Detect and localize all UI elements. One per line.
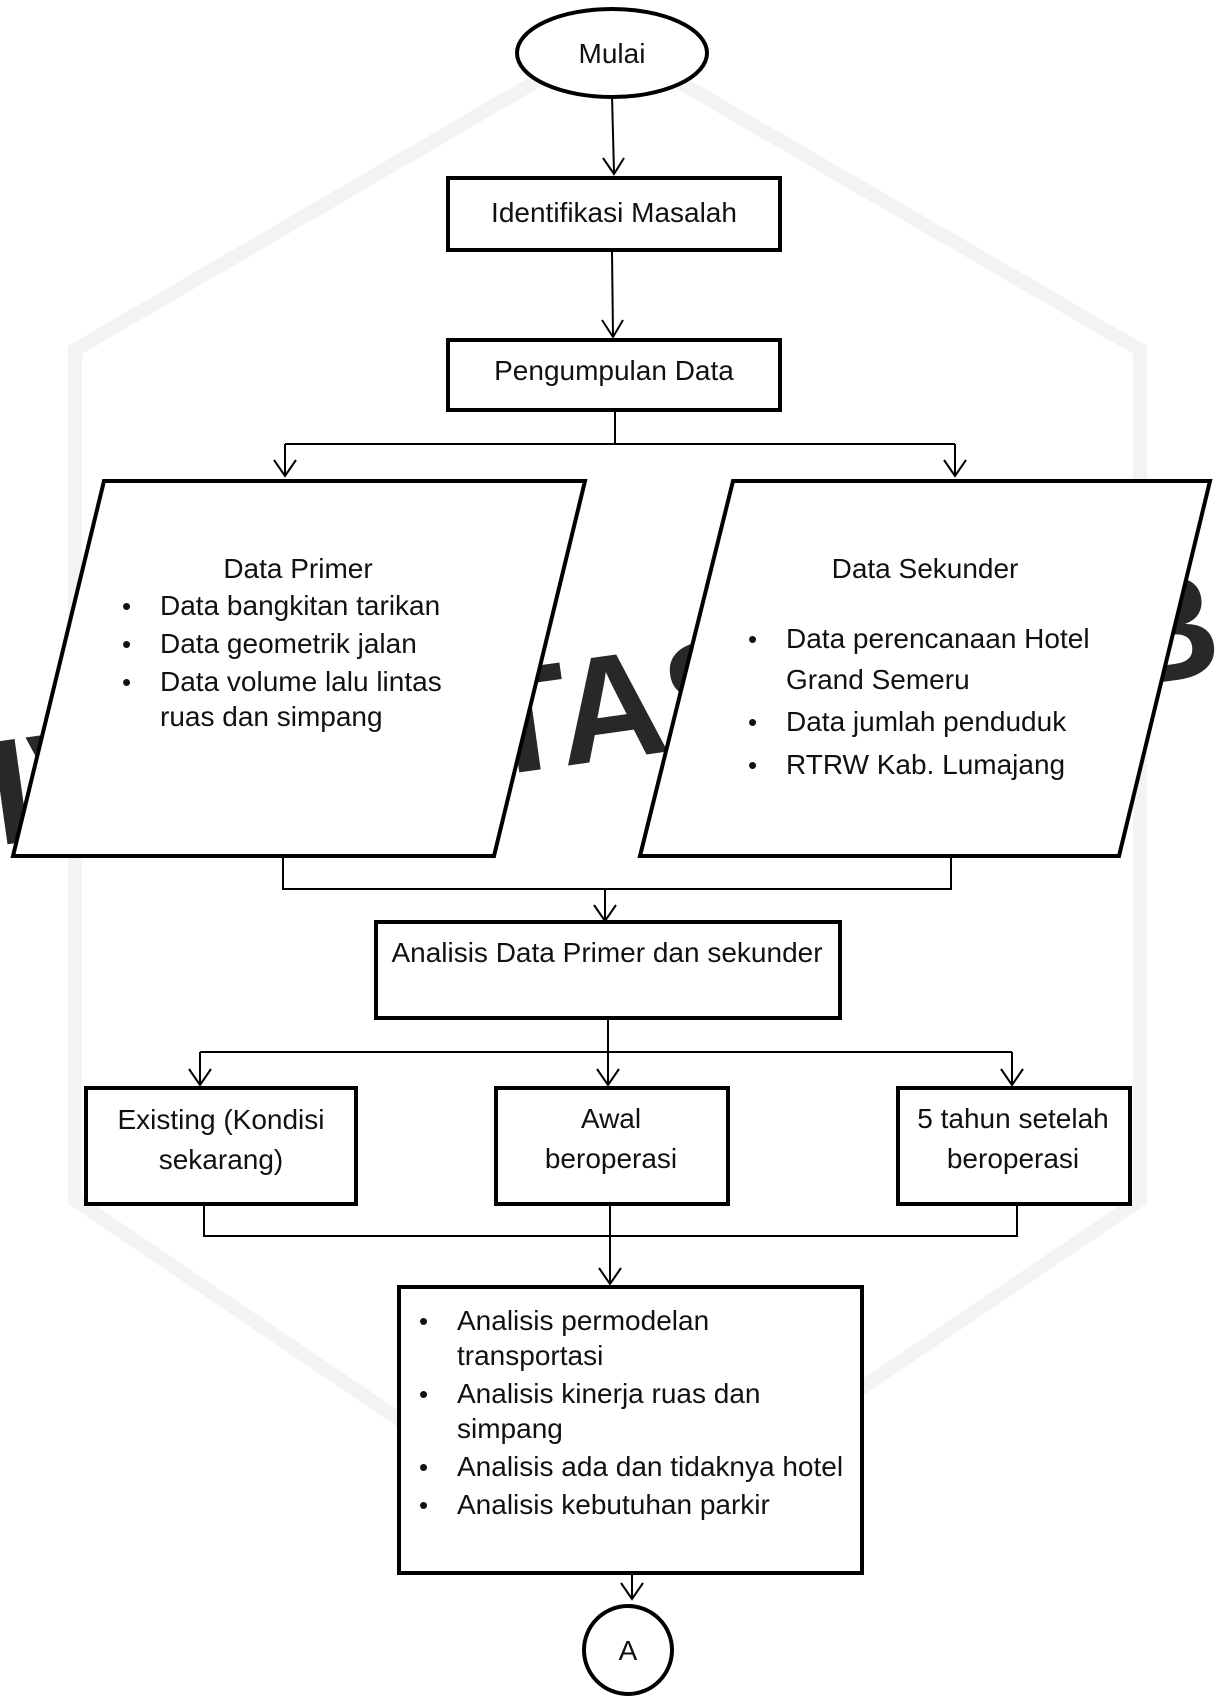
analisis-akhir-item-1-line-2: transportasi bbox=[457, 1340, 603, 1371]
analisis-akhir-item-2-line-2: simpang bbox=[457, 1413, 563, 1444]
arrowhead-existing bbox=[188, 1068, 212, 1087]
identifikasi-label: Identifikasi Masalah bbox=[491, 197, 737, 228]
off-page-connector-a: A bbox=[582, 1604, 674, 1696]
process-awal-beroperasi: Awal beroperasi bbox=[494, 1086, 730, 1206]
start-terminator: Mulai bbox=[515, 7, 709, 99]
data-primer-item-1-bullet: • bbox=[122, 591, 131, 621]
analisis-akhir-item-3: Analisis ada dan tidaknya hotel bbox=[457, 1451, 843, 1482]
lima-tahun-line-2: beroperasi bbox=[947, 1143, 1079, 1174]
awal-line-1: Awal bbox=[581, 1103, 641, 1134]
data-sekunder-title: Data Sekunder bbox=[832, 553, 1019, 584]
connector-merge-data bbox=[282, 858, 952, 920]
connector-analisis-split bbox=[199, 1018, 1013, 1084]
arrowhead-identifikasi bbox=[602, 157, 625, 176]
arrowhead-lima-tahun bbox=[1000, 1068, 1024, 1087]
process-pengumpulan-data: Pengumpulan Data bbox=[446, 338, 782, 412]
data-sekunder-item-1-bullet: • bbox=[748, 624, 757, 654]
data-sekunder-item-3: RTRW Kab. Lumajang bbox=[786, 749, 1065, 780]
connector-identifikasi-pengumpulan bbox=[611, 251, 614, 336]
analisis-akhir-item-3-bullet: • bbox=[419, 1452, 428, 1482]
data-sekunder-item-3-bullet: • bbox=[748, 750, 757, 780]
process-identifikasi-masalah: Identifikasi Masalah bbox=[446, 176, 782, 252]
process-analisis-data: Analisis Data Primer dan sekunder bbox=[374, 920, 842, 1020]
analisis-akhir-item-1-line-1: Analisis permodelan bbox=[457, 1305, 709, 1336]
process-analisis-akhir: • Analisis permodelan transportasi • Ana… bbox=[397, 1285, 864, 1575]
analisis-akhir-item-2-line-1: Analisis kinerja ruas dan bbox=[457, 1378, 761, 1409]
analisis-akhir-item-1-bullet: • bbox=[419, 1306, 428, 1336]
arrowhead-data-primer bbox=[273, 459, 297, 478]
arrowhead-analisis-akhir bbox=[598, 1267, 622, 1286]
io-data-primer: Data Primer • Data bangkitan tarikan • D… bbox=[10, 479, 588, 858]
analisis-akhir-item-2-bullet: • bbox=[419, 1379, 428, 1409]
existing-line-2: sekarang) bbox=[159, 1144, 284, 1175]
data-primer-item-3-line-2: ruas dan simpang bbox=[160, 701, 383, 732]
start-label: Mulai bbox=[579, 38, 646, 69]
analisis-akhir-item-4-bullet: • bbox=[419, 1490, 428, 1520]
analisis-akhir-item-4: Analisis kebutuhan parkir bbox=[457, 1489, 770, 1520]
process-existing: Existing (Kondisi sekarang) bbox=[84, 1086, 358, 1206]
arrowhead-awal bbox=[596, 1068, 620, 1087]
data-primer-item-2-bullet: • bbox=[122, 629, 131, 659]
lima-tahun-line-1: 5 tahun setelah bbox=[917, 1103, 1109, 1134]
connector-pengumpulan-split bbox=[284, 410, 956, 474]
data-sekunder-item-2: Data jumlah penduduk bbox=[786, 706, 1067, 737]
data-sekunder-item-1-line-2: Grand Semeru bbox=[786, 664, 970, 695]
awal-line-2: beroperasi bbox=[545, 1143, 677, 1174]
data-primer-item-3-bullet: • bbox=[122, 667, 131, 697]
data-primer-item-2: Data geometrik jalan bbox=[160, 628, 417, 659]
existing-line-1: Existing (Kondisi bbox=[118, 1104, 325, 1135]
connector-a-label: A bbox=[619, 1635, 638, 1666]
arrowhead-connector-a bbox=[620, 1582, 644, 1601]
pengumpulan-label: Pengumpulan Data bbox=[494, 355, 734, 386]
data-sekunder-item-1-line-1: Data perencanaan Hotel bbox=[786, 623, 1090, 654]
process-lima-tahun: 5 tahun setelah beroperasi bbox=[896, 1086, 1132, 1206]
arrowhead-pengumpulan bbox=[601, 319, 624, 339]
arrowhead-data-sekunder bbox=[943, 459, 967, 478]
data-primer-item-3-line-1: Data volume lalu lintas bbox=[160, 666, 442, 697]
data-primer-title: Data Primer bbox=[223, 553, 372, 584]
analisis-data-label: Analisis Data Primer dan sekunder bbox=[391, 937, 822, 968]
data-sekunder-item-2-bullet: • bbox=[748, 707, 757, 737]
connector-merge-scenarios bbox=[203, 1204, 1018, 1284]
connector-start-identifikasi bbox=[611, 95, 615, 173]
io-data-sekunder: Data Sekunder • Data perencanaan Hotel G… bbox=[637, 479, 1213, 858]
data-primer-item-1: Data bangkitan tarikan bbox=[160, 590, 440, 621]
